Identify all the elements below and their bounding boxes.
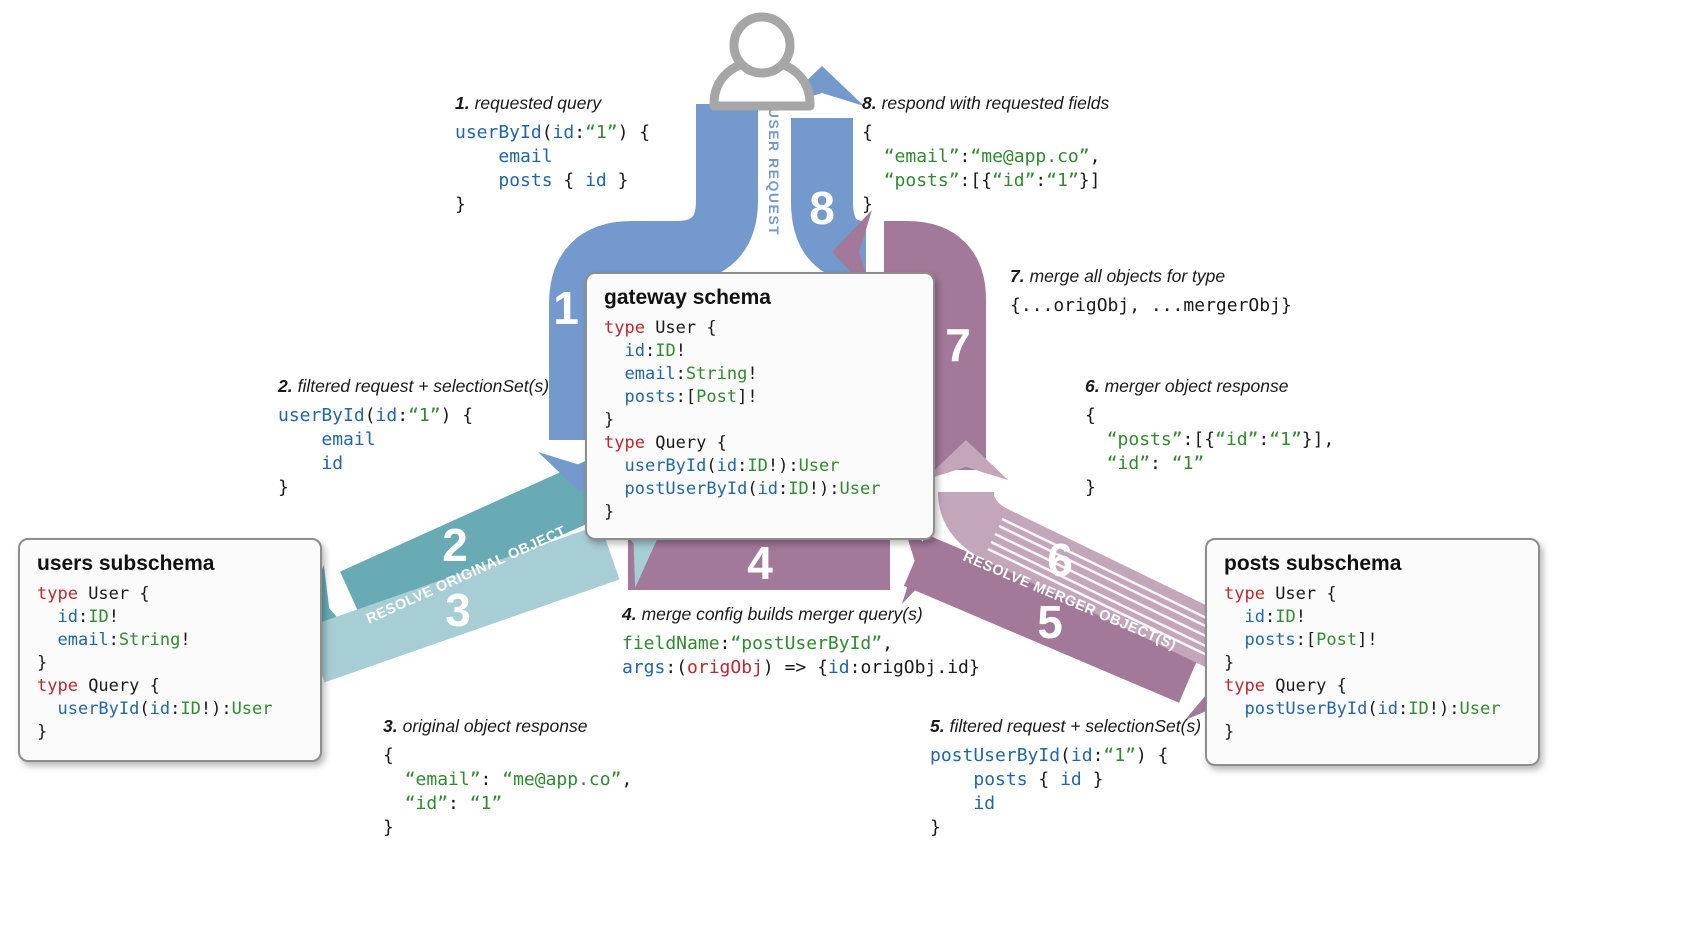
annotation-8-code: { “email”:“me@app.co”, “posts”:[{“id”:“1… xyxy=(862,122,1101,215)
posts-subschema-code: type User { id:ID! posts:[Post]!}type Qu… xyxy=(1224,584,1501,742)
arrow-6-stripes xyxy=(987,517,1226,659)
annotation-3: 3.original object response { “email”: “m… xyxy=(383,716,632,840)
gateway-schema-code: type User { id:ID! email:String! posts:[… xyxy=(604,318,881,522)
user-icon xyxy=(709,12,815,111)
posts-subschema-box: posts subschema type User { id:ID! posts… xyxy=(1205,538,1540,766)
gateway-schema-box: gateway schema type User { id:ID! email:… xyxy=(585,272,935,540)
step-number-5: 5 xyxy=(1037,596,1063,648)
annotation-4: 4.merge config builds merger query(s) fi… xyxy=(622,604,980,680)
annotation-1: 1.requested query userById(id:“1”) { ema… xyxy=(455,93,650,217)
annotation-1-code: userById(id:“1”) { email posts { id }} xyxy=(455,122,651,215)
step-number-4: 4 xyxy=(747,537,773,589)
annotation-8-label: 8.respond with requested fields xyxy=(862,93,1110,113)
annotation-5-label: 5.filtered request + selectionSet(s) xyxy=(930,716,1202,736)
annotation-2: 2.filtered request + selectionSet(s) use… xyxy=(278,376,549,500)
annotation-4-label: 4.merge config builds merger query(s) xyxy=(622,604,923,624)
annotation-3-code: { “email”: “me@app.co”, “id”: “1”} xyxy=(383,745,633,838)
arrow-2-filtered-request xyxy=(304,451,630,642)
annotation-2-label: 2.filtered request + selectionSet(s) xyxy=(278,376,550,396)
step-number-3: 3 xyxy=(445,584,471,636)
step-number-1: 1 xyxy=(553,282,579,334)
users-subschema-title: users subschema xyxy=(37,552,215,575)
annotation-7-code: {...origObj, ...mergerObj} xyxy=(1010,295,1292,316)
step-number-6: 6 xyxy=(1047,534,1073,586)
annotation-7: 7.merge all objects for type {...origObj… xyxy=(1010,266,1292,318)
users-subschema-box: users subschema type User { id:ID! email… xyxy=(18,538,322,762)
annotation-5: 5.filtered request + selectionSet(s) pos… xyxy=(930,716,1201,840)
annotation-3-label: 3.original object response xyxy=(383,716,588,736)
arrow-3-original-response xyxy=(305,508,660,683)
user-request-band-label: USER REQUEST xyxy=(766,108,782,236)
annotation-6: 6.merger object response { “posts”:[{“id… xyxy=(1085,376,1334,500)
users-subschema-code: type User { id:ID! email:String!}type Qu… xyxy=(37,584,273,742)
annotation-6-code: { “posts”:[{“id”:“1”}], “id”: “1”} xyxy=(1085,405,1335,498)
arrow-5-merger-request xyxy=(904,534,1238,721)
annotation-5-code: postUserById(id:“1”) { posts { id } id} xyxy=(930,745,1169,838)
annotation-7-label: 7.merge all objects for type xyxy=(1010,266,1226,286)
arrow-7-merge xyxy=(832,210,986,470)
annotation-1-label: 1.requested query xyxy=(455,93,602,113)
annotation-8: 8.respond with requested fields { “email… xyxy=(862,93,1109,217)
posts-subschema-title: posts subschema xyxy=(1224,552,1402,575)
annotation-4-code: fieldName:“postUserById”,args:(origObj) … xyxy=(622,633,980,678)
arrow-1-user-request xyxy=(538,104,758,492)
arrow-6-merger-response xyxy=(923,440,1231,668)
step-number-2: 2 xyxy=(442,519,468,571)
step-number-7: 7 xyxy=(945,319,971,371)
annotation-6-label: 6.merger object response xyxy=(1085,376,1289,396)
annotation-2-code: userById(id:“1”) { email id} xyxy=(278,405,474,498)
step-number-8: 8 xyxy=(809,182,835,234)
gateway-schema-title: gateway schema xyxy=(604,286,771,309)
